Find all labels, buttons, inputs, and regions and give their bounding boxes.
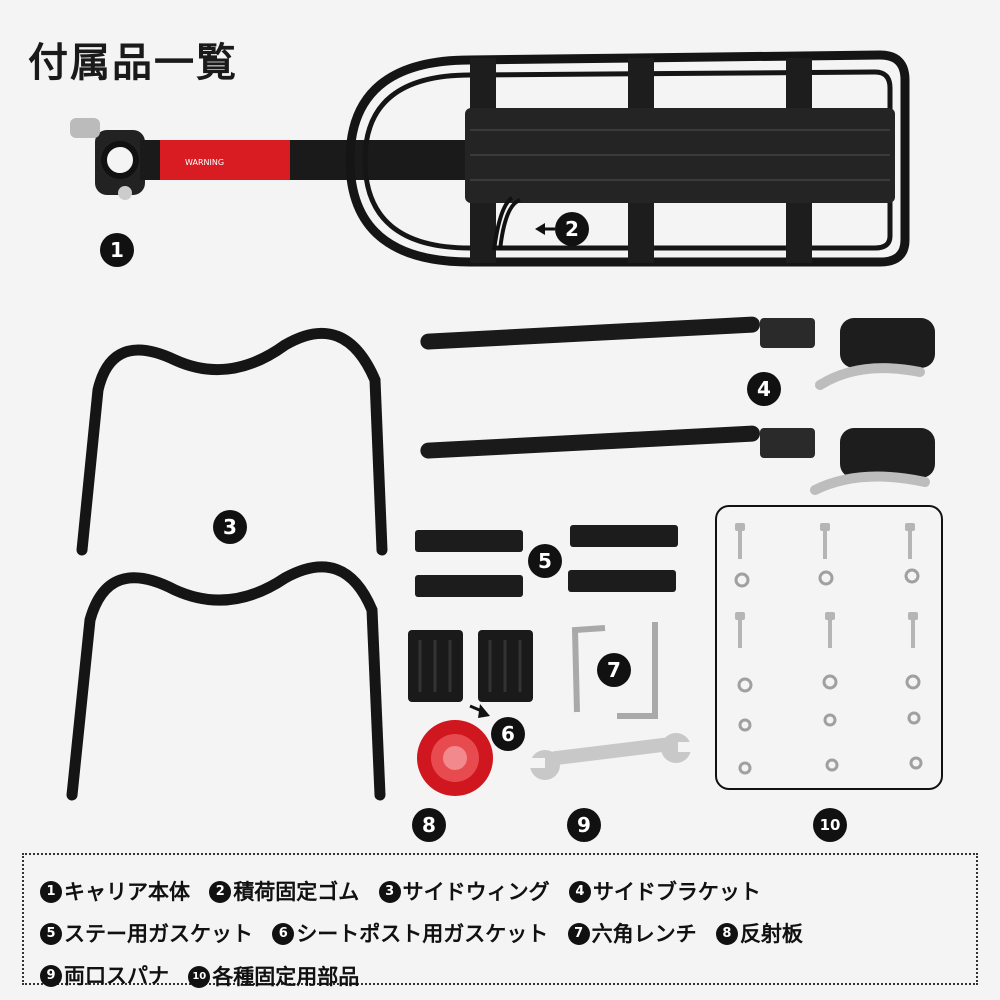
side-brackets bbox=[420, 316, 935, 495]
callout-2: 2 bbox=[555, 212, 589, 246]
callout-9: 9 bbox=[567, 808, 601, 842]
warning-text: WARNING bbox=[185, 158, 224, 167]
callout-1: 1 bbox=[100, 233, 134, 267]
warning-sticker bbox=[160, 140, 290, 180]
carrier-rack: WARNING bbox=[70, 50, 910, 267]
reflector bbox=[417, 720, 493, 796]
callout-10: 10 bbox=[813, 808, 847, 842]
callout-3: 3 bbox=[213, 510, 247, 544]
callout-4: 4 bbox=[747, 372, 781, 406]
callout-8: 8 bbox=[412, 808, 446, 842]
hardware-parts bbox=[734, 523, 923, 775]
hex-keys bbox=[571, 622, 658, 719]
hardware-frame bbox=[715, 505, 943, 790]
callout-5: 5 bbox=[528, 544, 562, 578]
wrench bbox=[527, 733, 696, 780]
seatpost-gaskets bbox=[408, 630, 533, 718]
page-title: 付属品一覧 bbox=[28, 40, 238, 86]
stay-gaskets bbox=[415, 525, 678, 597]
elastic-cord bbox=[492, 196, 555, 251]
callout-6: 6 bbox=[491, 717, 525, 751]
callout-7: 7 bbox=[597, 653, 631, 687]
side-wings bbox=[66, 327, 388, 801]
